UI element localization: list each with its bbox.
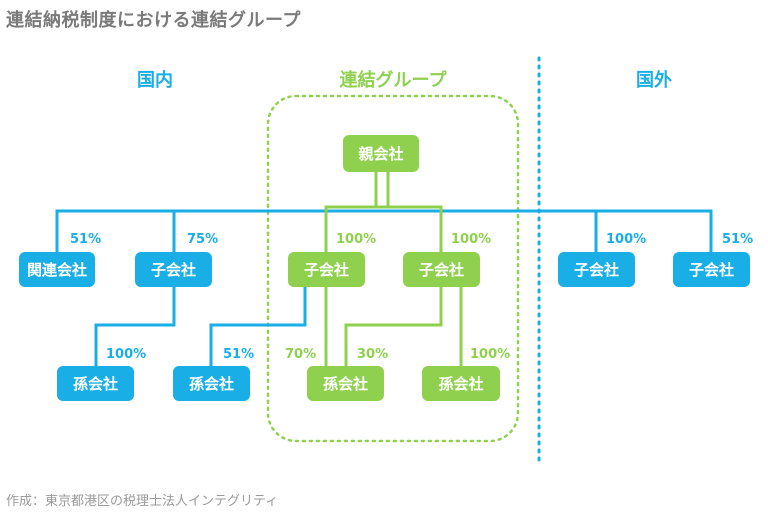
node-overseas-subsidiary-1: 子会社 [558,252,635,287]
ownership-affiliate: 51% [70,232,102,247]
ownership-group-subsidiary-1: 100% [336,232,377,247]
ownership-grandchild-b-from-sub1: 70% [285,347,317,362]
region-label-overseas: 国外 [636,70,672,91]
region-label-domestic: 国内 [137,70,173,91]
ownership-grandchild-b-from-sub2: 30% [357,347,389,362]
credit-footer: 作成：東京都港区の税理士法人インテグリティ [6,494,279,509]
region-label-consolidated-group: 連結グループ [339,70,447,91]
node-overseas-subsidiary-2: 子会社 [673,252,750,287]
link-dom-gc [94,287,176,366]
node-affiliate: 関連会社 [19,252,95,287]
node-group-subsidiary-1: 子会社 [288,252,365,287]
ownership-group-grandchild-a: 51% [223,347,255,362]
ownership-overseas-subsidiary-1: 100% [606,232,647,247]
link-gc-b-from2 [344,287,443,366]
ownership-domestic-grandchild: 100% [106,347,147,362]
node-group-subsidiary-2: 子会社 [403,252,480,287]
ownership-overseas-subsidiary-2: 51% [722,232,754,247]
consolidated-group-boundary [266,94,520,443]
ownership-group-grandchild-c: 100% [470,347,511,362]
page-title: 連結納税制度における連結グループ [6,10,301,31]
ownership-domestic-subsidiary: 75% [187,232,219,247]
node-group-grandchild-c: 孫会社 [422,366,500,401]
node-parent-company: 親会社 [343,135,419,172]
node-domestic-grandchild: 孫会社 [57,366,134,401]
node-group-grandchild-a: 孫会社 [173,366,250,401]
link-group-subs [324,205,443,252]
ownership-group-subsidiary-2: 100% [451,232,492,247]
node-group-grandchild-b: 孫会社 [307,366,384,401]
link-grp-gc-a [209,287,307,366]
node-domestic-subsidiary: 子会社 [135,252,212,287]
